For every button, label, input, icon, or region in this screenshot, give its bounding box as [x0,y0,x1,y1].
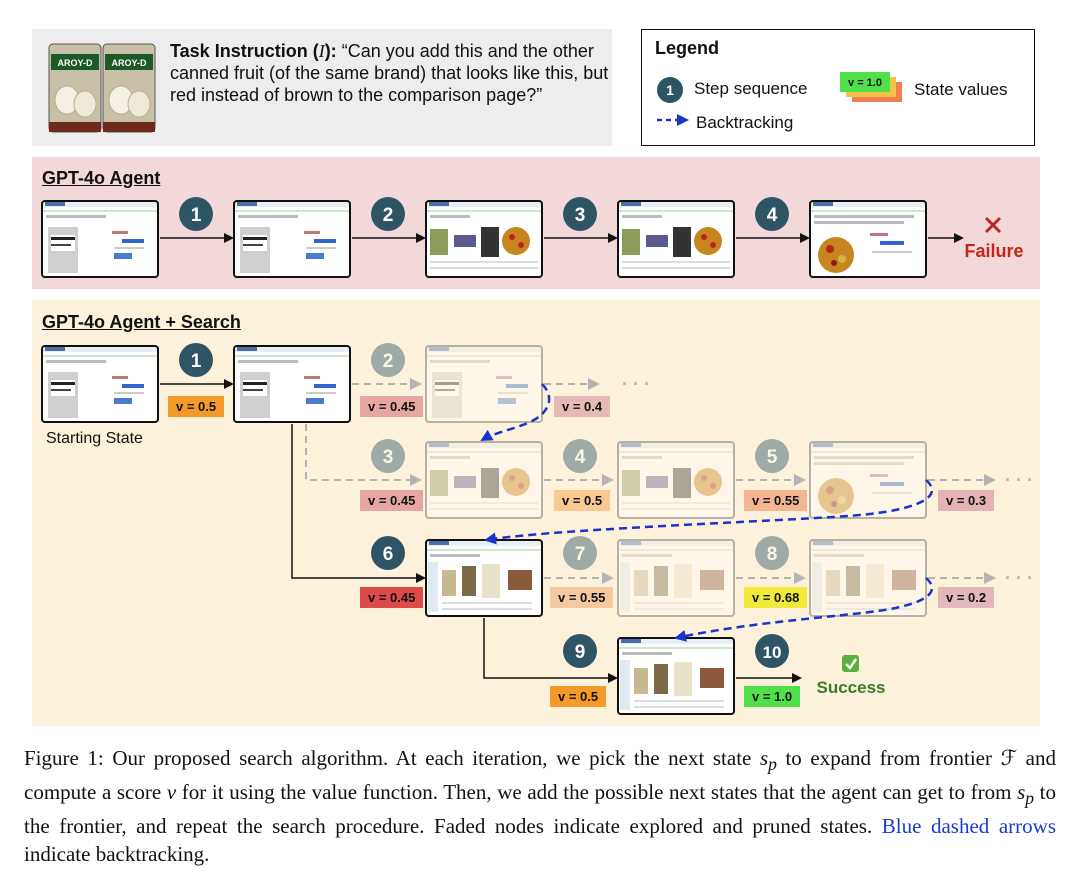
task-label-end: ): [324,41,337,61]
search-panel-title: GPT-4o Agent + Search [42,312,241,332]
value-badge-6: v = 0.45 [360,587,424,608]
search-step-6: 6 [371,536,405,570]
ellipsis-row-3: · · · [1005,568,1033,588]
search-diagram: 1 2 3 4 Failure · · · · · · · · · 1 2 3 … [41,197,1033,715]
agent-step-1: 1 [179,197,213,231]
agent-step-2: 2 [371,197,405,231]
agent-node-2 [425,200,543,278]
search-node-1 [233,345,351,423]
search-step-8: 8 [755,536,789,570]
svg-text:1: 1 [191,205,202,226]
ellipsis-row-1: · · · [622,374,650,394]
svg-text:2: 2 [383,351,394,372]
legend-step-label: Step sequence [694,79,808,98]
agent-node-0 [41,200,159,278]
search-node-9 [617,637,735,715]
svg-text:4: 4 [767,205,778,226]
canned-fruit-image: AROY-D AROY-D [48,43,156,133]
search-node-start [41,345,159,423]
search-step-1: 1 [179,343,213,377]
legend-state-label: State values [914,80,1008,99]
search-node-2 [425,345,543,423]
svg-text:6: 6 [383,544,394,565]
search-step-9: 9 [563,634,597,668]
task-instruction: “Can you add this and the other canned f… [170,41,609,105]
svg-text:7: 7 [575,544,586,565]
legend-step-number: 1 [666,82,674,98]
legend-box [641,29,1035,146]
value-badge-2: v = 0.45 [360,396,424,417]
search-step-3: 3 [371,439,405,473]
legend-backtrack-label: Backtracking [696,113,794,132]
task-instruction-text: Task Instruction (I): “Can you add this … [170,40,610,106]
can-brand-right: AROY-D [111,58,147,68]
starting-state-label: Starting State [46,430,143,447]
agent-node-3 [617,200,735,278]
agent-node-1 [233,200,351,278]
task-label: Task Instruction ( [170,41,319,61]
svg-text:10: 10 [763,643,782,662]
value-badge-1: v = 0.5 [168,396,225,417]
figure-caption: Figure 1: Our proposed search algorithm.… [24,746,1056,867]
svg-text:2: 2 [383,205,394,226]
value-badge-8: v = 0.68 [744,587,808,608]
search-step-5: 5 [755,439,789,473]
search-node-3 [425,441,543,519]
search-step-2: 2 [371,343,405,377]
backtrack-arrow-1 [480,383,551,442]
task-symbol: I [318,41,325,61]
legend-state-badge: v = 1.0 [848,77,882,89]
legend-state-values-icon: v = 1.0 [840,72,902,102]
svg-text:1: 1 [191,351,202,372]
failure-label: Failure [964,241,1023,261]
value-badge-5b: v = 0.3 [938,490,995,511]
agent-step-4: 4 [755,197,789,231]
legend-backtrack-icon [657,114,689,126]
svg-text:8: 8 [767,544,778,565]
backtrack-arrow-3 [674,577,933,642]
success-check-icon [842,655,859,672]
legend-title: Legend [655,38,720,58]
search-step-4: 4 [563,439,597,473]
success-label: Success [817,678,886,697]
search-node-4 [617,441,735,519]
value-badge-4: v = 0.5 [554,490,611,511]
agent-node-4 [809,200,927,278]
svg-text:4: 4 [575,447,586,468]
failure-icon [984,216,1002,234]
svg-text:3: 3 [575,205,586,226]
search-node-7 [617,539,735,617]
svg-text:3: 3 [383,447,394,468]
value-badge-3: v = 0.45 [360,490,424,511]
value-badge-9: v = 0.5 [550,686,607,707]
can-brand-left: AROY-D [57,58,93,68]
svg-text:9: 9 [575,642,586,663]
search-step-7: 7 [563,536,597,570]
agent-step-3: 3 [563,197,597,231]
value-badge-5: v = 0.55 [744,490,808,511]
value-badge-7: v = 0.55 [550,587,614,608]
search-node-6 [425,539,543,617]
value-badge-2b: v = 0.4 [554,396,611,417]
value-badge-10: v = 1.0 [744,686,801,707]
svg-text:5: 5 [767,447,778,468]
value-badge-8b: v = 0.2 [938,587,995,608]
legend-step-icon: 1 [657,77,683,103]
ellipsis-row-2: · · · [1005,470,1033,490]
search-step-10: 10 [755,634,789,668]
agent-panel-title: GPT-4o Agent [42,168,161,188]
